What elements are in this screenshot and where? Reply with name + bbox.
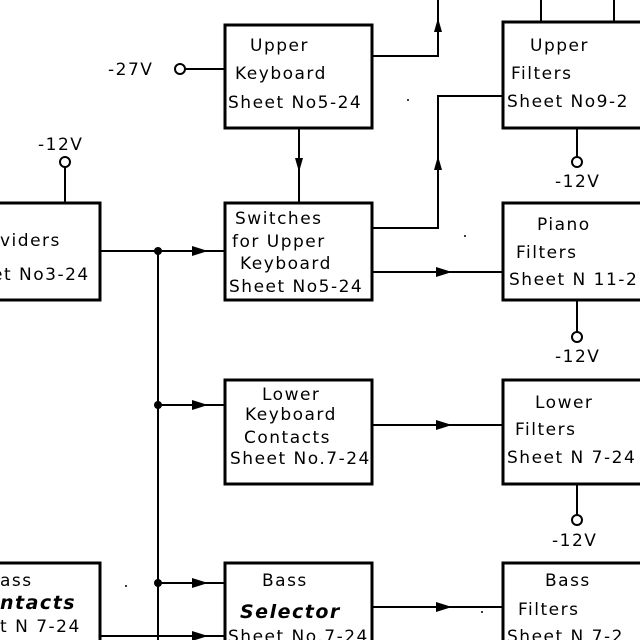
bass-filters-block — [501, 561, 640, 640]
bass-contacts-block — [0, 561, 102, 640]
arrow-right-to-lower-keyboard — [192, 400, 208, 410]
lower-filters-block — [501, 378, 640, 486]
print-speck — [464, 235, 466, 237]
switches-upper-block — [223, 201, 374, 302]
piano-filters-line1: Piano — [537, 215, 591, 235]
supply-label-minus27v: -27V — [108, 60, 153, 80]
junction-dot — [154, 401, 162, 409]
supply-terminal — [174, 63, 186, 75]
lower-keyboard-block — [223, 378, 374, 486]
upper-keyboard-line1: Upper — [250, 36, 309, 56]
arrow-right-to-bass-selector — [192, 578, 208, 588]
supply-label-lower-filters: -12V — [552, 531, 597, 551]
supply-terminal — [571, 514, 583, 526]
upper-keyboard-line2: Keyboard — [235, 64, 327, 84]
piano-filters-sheet: Sheet N 11-2 — [509, 270, 638, 290]
bass-contacts-sheet: t N 7-24 — [0, 617, 81, 637]
wire-upper-keyboard-out — [372, 0, 439, 57]
bass-filters-line2: Filters — [518, 600, 579, 620]
arrow-up-upper-keyboard-out — [434, 18, 442, 32]
upper-filters-line1: Upper — [530, 36, 589, 56]
lower-keyboard-line1: Lower — [262, 385, 320, 405]
supply-terminal — [571, 156, 583, 168]
upper-keyboard-block — [223, 23, 374, 130]
bass-filters-line1: Bass — [545, 571, 591, 591]
switches-line1: Switches — [235, 209, 323, 229]
supply-terminal — [571, 331, 583, 343]
arrow-down-to-switches — [295, 158, 303, 172]
upper-filters-sheet: Sheet No9-2 — [507, 92, 629, 112]
lower-keyboard-line3: Contacts — [244, 428, 331, 448]
junction-dot — [154, 579, 162, 587]
bass-selector-line1: Bass — [262, 571, 308, 591]
arrow-right-bass-contacts — [192, 631, 208, 640]
piano-filters-line2: Filters — [516, 243, 577, 263]
upper-filters-block — [501, 20, 640, 130]
supply-label-piano-filters: -12V — [555, 347, 600, 367]
switches-sheet: Sheet No5-24 — [229, 277, 363, 297]
bass-contacts-line2: ntacts — [0, 592, 76, 614]
upper-filters-line2: Filters — [511, 64, 572, 84]
lower-keyboard-line2: Keyboard — [245, 405, 337, 425]
arrow-right-to-lower-filters — [436, 420, 452, 430]
piano-filters-block — [501, 201, 640, 302]
print-speck — [407, 99, 409, 101]
lower-keyboard-sheet: Sheet No.7-24 — [230, 449, 371, 469]
supply-label-dividers: -12V — [38, 135, 83, 155]
print-speck — [125, 585, 127, 587]
bass-filters-sheet: Sheet N 7-2 — [507, 627, 624, 640]
bass-selector-block — [223, 561, 374, 640]
bass-selector-line2: Selector — [240, 601, 341, 623]
lower-filters-line1: Lower — [535, 393, 593, 413]
dividers-block — [0, 201, 102, 302]
lower-filters-line2: Filters — [515, 420, 576, 440]
dividers-line1: viders — [0, 231, 61, 251]
dividers-sheet: et No3-24 — [0, 265, 90, 285]
bass-selector-sheet: Sheet No.7-24 — [228, 627, 369, 640]
upper-keyboard-sheet: Sheet No5-24 — [228, 93, 362, 113]
switches-line2: for Upper — [232, 232, 326, 252]
arrow-right-to-piano-filters — [436, 267, 452, 277]
arrow-right-to-bass-filters — [436, 602, 452, 612]
bass-contacts-line1: ass — [0, 571, 33, 591]
lower-filters-sheet: Sheet N 7-24 — [507, 448, 636, 468]
supply-label-upper-filters: -12V — [555, 172, 600, 192]
supply-terminal — [59, 156, 71, 168]
junction-dot — [154, 247, 162, 255]
switches-line3: Keyboard — [240, 254, 332, 274]
arrow-up-switches-out — [434, 156, 442, 170]
print-speck — [481, 611, 483, 613]
arrow-right-to-switches — [192, 246, 208, 256]
